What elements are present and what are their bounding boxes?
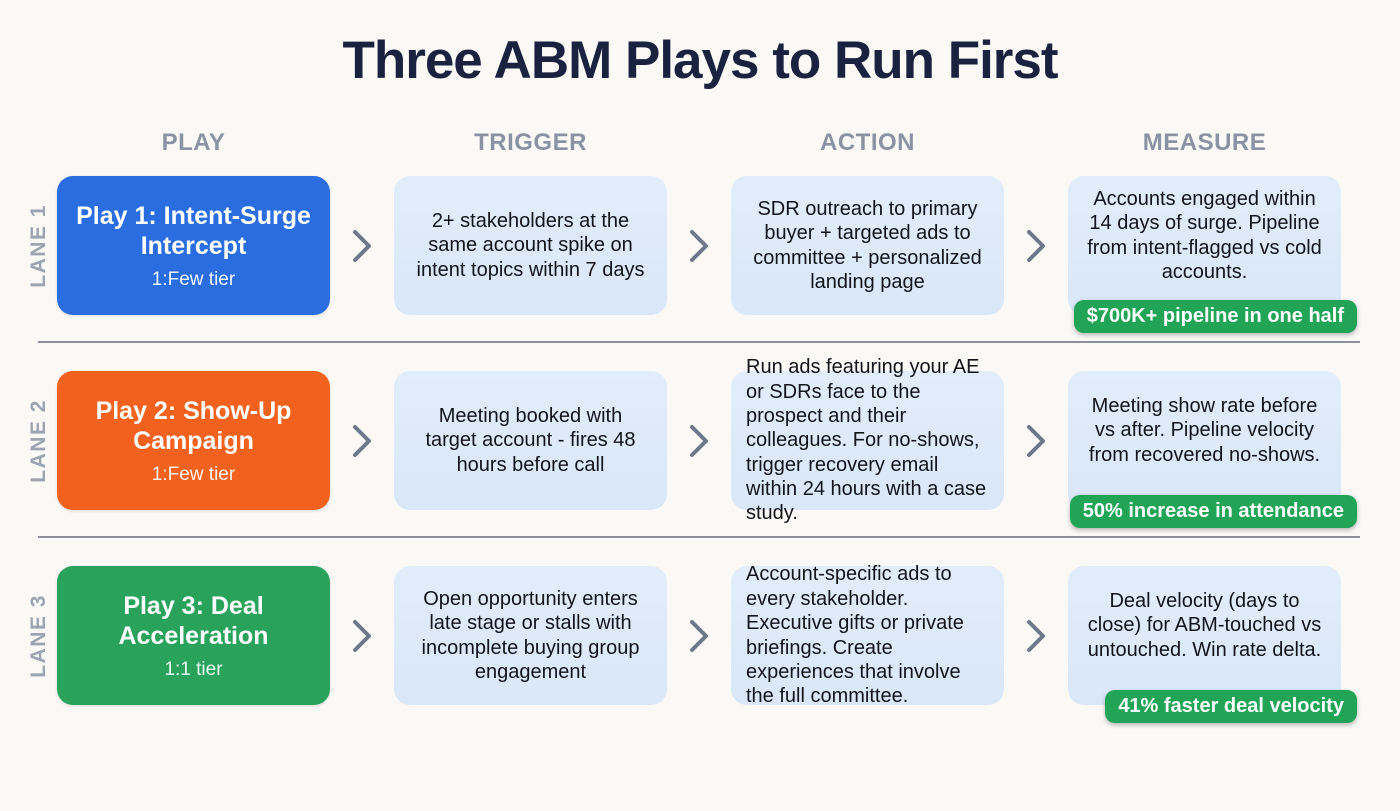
play-2-title: Play 2: Show-Up Campaign bbox=[95, 396, 292, 456]
play-1-card: Play 1: Intent-Surge Intercept 1:Few tie… bbox=[57, 176, 330, 315]
lane-2-action-cell: Run ads featuring your AE or SDRs face t… bbox=[731, 356, 1004, 524]
chevron-right-icon bbox=[353, 424, 371, 457]
lane-1-result-badge: $700K+ pipeline in one half bbox=[1073, 300, 1357, 333]
column-header-action: ACTION bbox=[820, 129, 915, 156]
chevron-right-icon bbox=[690, 619, 708, 652]
lane-row-3: LANE 3 Play 3: Deal Acceleration 1:1 tie… bbox=[20, 563, 1400, 723]
play-1-tier: 1:Few tier bbox=[151, 268, 236, 290]
lane-2-measure: Meeting show rate before vs after. Pipel… bbox=[1068, 371, 1357, 528]
lane-2-result-badge: 50% increase in attendance bbox=[1069, 495, 1357, 528]
lane-2-measure-cell: Meeting show rate before vs after. Pipel… bbox=[1068, 371, 1341, 510]
lane-divider bbox=[38, 536, 1360, 538]
lane-2-label: LANE 2 bbox=[26, 398, 50, 483]
lane-3-label: LANE 3 bbox=[26, 593, 50, 678]
lane-divider bbox=[38, 341, 1360, 343]
play-3-tier: 1:1 tier bbox=[164, 658, 223, 680]
chevron-right-icon bbox=[690, 424, 708, 457]
play-3-card: Play 3: Deal Acceleration 1:1 tier bbox=[57, 566, 330, 705]
lane-3-action-cell: Account-specific ads to every stakeholde… bbox=[731, 563, 1004, 707]
lane-1-trigger-cell: 2+ stakeholders at the same account spik… bbox=[394, 176, 667, 315]
column-header-play: PLAY bbox=[161, 129, 226, 156]
play-2-tier: 1:Few tier bbox=[151, 463, 236, 485]
lane-row-2: LANE 2 Play 2: Show-Up Campaign 1:Few ti… bbox=[20, 356, 1400, 528]
lane-row-1: LANE 1 Play 1: Intent-Surge Intercept 1:… bbox=[20, 176, 1400, 333]
lane-1-label: LANE 1 bbox=[26, 203, 50, 288]
lane-3-trigger-cell: Open opportunity enters late stage or st… bbox=[394, 566, 667, 705]
lane-1-action-cell: SDR outreach to primary buyer + targeted… bbox=[731, 176, 1004, 315]
lane-2-trigger-cell: Meeting booked with target account - fir… bbox=[394, 371, 667, 510]
lane-3-measure: Deal velocity (days to close) for ABM-to… bbox=[1068, 566, 1357, 723]
column-header-measure: MEASURE bbox=[1142, 129, 1267, 156]
chevron-right-icon bbox=[1027, 619, 1045, 652]
chevron-right-icon bbox=[353, 229, 371, 262]
play-2-card: Play 2: Show-Up Campaign 1:Few tier bbox=[57, 371, 330, 510]
chevron-right-icon bbox=[1027, 424, 1045, 457]
lane-1-measure: Accounts engaged within 14 days of surge… bbox=[1068, 176, 1357, 333]
chevron-right-icon bbox=[1027, 229, 1045, 262]
column-header-row: PLAY TRIGGER ACTION MEASURE bbox=[20, 129, 1400, 157]
play-1-title: Play 1: Intent-Surge Intercept bbox=[76, 201, 311, 261]
play-3-title: Play 3: Deal Acceleration bbox=[118, 591, 269, 651]
chevron-right-icon bbox=[690, 229, 708, 262]
page-title: Three ABM Plays to Run First bbox=[342, 31, 1058, 90]
lane-3-measure-cell: Deal velocity (days to close) for ABM-to… bbox=[1068, 566, 1341, 705]
lane-3-result-badge: 41% faster deal velocity bbox=[1105, 690, 1357, 723]
lane-1-measure-cell: Accounts engaged within 14 days of surge… bbox=[1068, 176, 1341, 315]
chevron-right-icon bbox=[353, 619, 371, 652]
column-header-trigger: TRIGGER bbox=[474, 129, 587, 156]
